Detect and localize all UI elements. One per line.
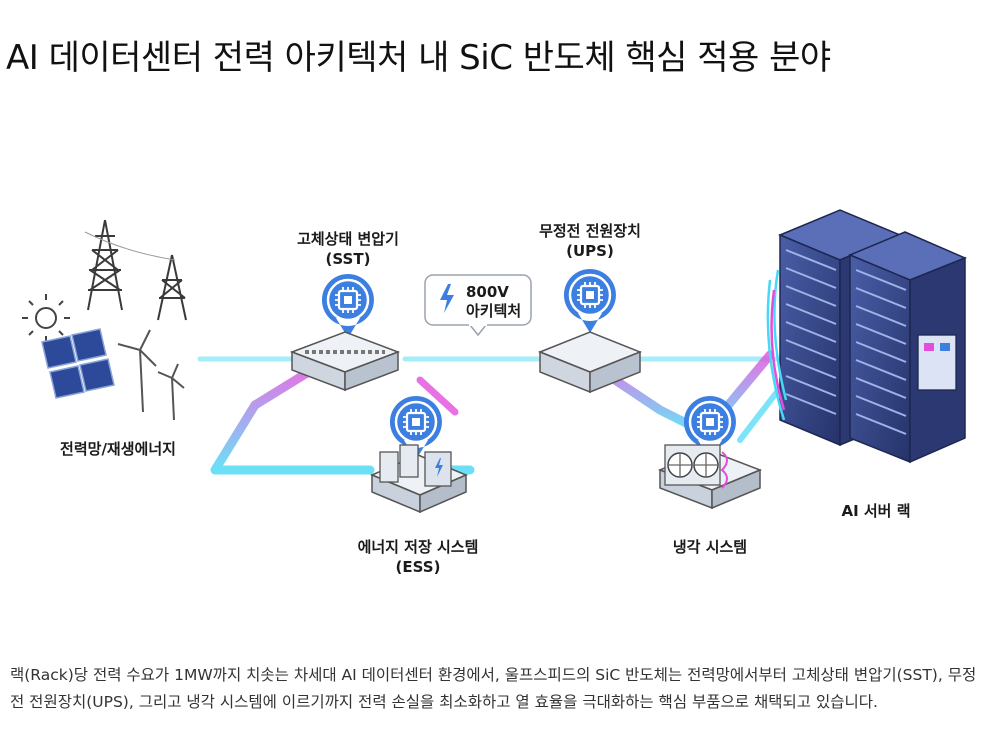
800v-architecture-badge: 800V 아키텍처 — [424, 274, 532, 337]
sun-icon — [22, 294, 70, 342]
battery-storage-icon — [370, 444, 468, 514]
rack-label: AI 서버 랙 — [841, 502, 910, 520]
page-title: AI 데이터센터 전력 아키텍처 내 SiC 반도체 핵심 적용 분야 — [6, 38, 831, 78]
architecture-diagram: 전력망/재생에너지 고체상태 변압기 (SST) 800V 아키텍처 무정전 전… — [22, 209, 967, 576]
badge-voltage: 800V — [466, 283, 509, 301]
badge-architecture: 아키텍처 — [466, 302, 521, 320]
ess-node: 에너지 저장 시스템 (ESS) — [358, 394, 479, 576]
cooling-label: 냉각 시스템 — [673, 538, 747, 556]
ess-label-line2: (ESS) — [396, 558, 441, 576]
wind-turbine-icon — [117, 329, 185, 421]
lightning-icon — [440, 284, 454, 313]
sst-label-line1: 고체상태 변압기 — [297, 230, 399, 248]
power-grid-renewables: 전력망/재생에너지 — [22, 219, 187, 458]
ai-server-rack-node: AI 서버 랙 — [766, 209, 967, 520]
cooling-node: 냉각 시스템 — [657, 394, 763, 556]
ess-label-line1: 에너지 저장 시스템 — [358, 538, 479, 556]
solar-panel-icon — [41, 328, 115, 399]
ups-label-line2: (UPS) — [566, 242, 614, 260]
server-rack-icon — [766, 209, 967, 464]
transformer-device-icon — [289, 331, 401, 392]
sic-chip-pin-icon — [320, 272, 376, 340]
sst-node: 고체상태 변압기 (SST) — [289, 230, 401, 392]
sst-label-line2: (SST) — [326, 250, 371, 268]
ups-label-line1: 무정전 전원장치 — [539, 222, 641, 240]
ups-node: 무정전 전원장치 (UPS) — [537, 222, 643, 394]
ups-device-icon — [537, 331, 643, 394]
cooling-fan-icon — [657, 444, 763, 510]
grid-label: 전력망/재생에너지 — [60, 440, 176, 458]
transmission-tower-icon — [84, 219, 187, 321]
sic-chip-pin-icon — [562, 267, 618, 335]
caption-text: 랙(Rack)당 전력 수요가 1MW까지 치솟는 차세대 AI 데이터센터 환… — [10, 666, 977, 711]
